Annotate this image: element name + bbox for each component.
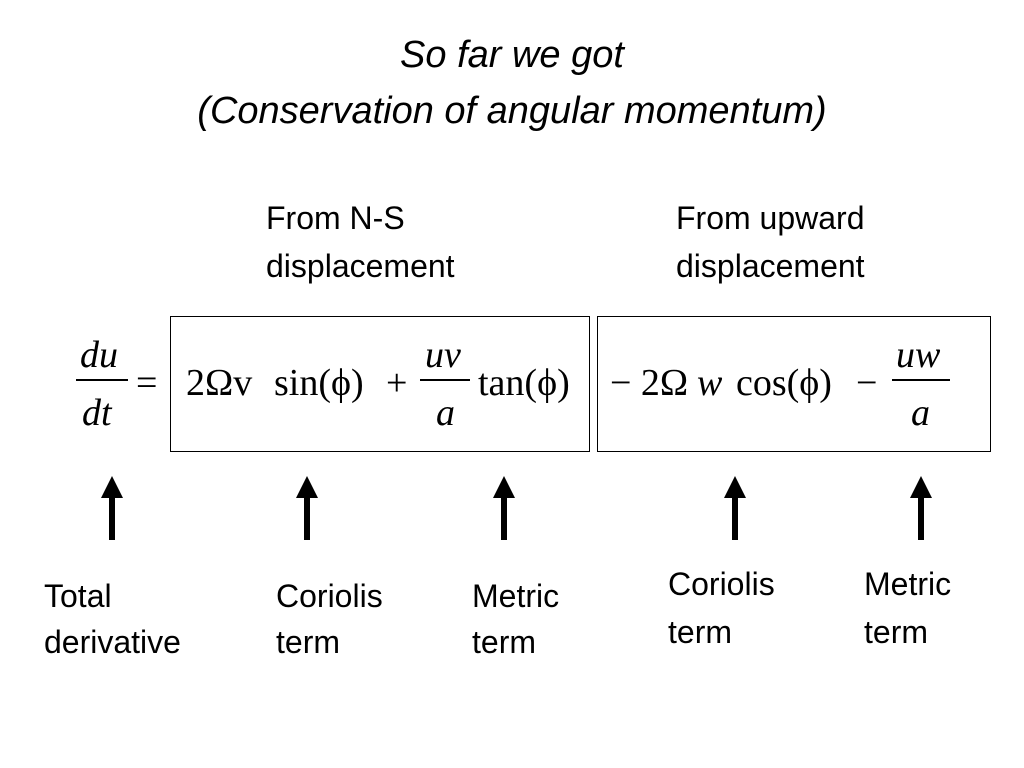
coriolis-up-coefficient: − 2Ω: [610, 362, 689, 404]
header-up-line2: displacement: [676, 248, 865, 284]
coriolis-up-label-line1: Coriolis: [668, 566, 775, 602]
header-up-line1: From upward: [676, 200, 865, 236]
coriolis-ns-coefficient: 2Ωv: [186, 362, 253, 404]
metric-ns-label-line2: term: [472, 624, 536, 660]
equals-sign: =: [136, 362, 158, 404]
slide-title-line2: (Conservation of angular momentum): [197, 90, 827, 132]
coriolis-up-variable: w: [697, 362, 723, 404]
lhs-fraction-bar: [76, 379, 128, 381]
plus-sign: +: [386, 362, 408, 404]
metric-up-label-line2: term: [864, 614, 928, 650]
arrow-up-icon: [296, 476, 318, 540]
slide-title-line1: So far we got: [400, 34, 624, 76]
header-ns-line2: displacement: [266, 248, 455, 284]
coriolis-ns-label-line2: term: [276, 624, 340, 660]
lhs-denominator: dt: [82, 392, 112, 434]
metric-ns-fraction-bar: [420, 379, 470, 381]
coriolis-up-function: cos(ϕ): [736, 362, 832, 404]
metric-ns-denominator: a: [436, 392, 455, 434]
coriolis-ns-function: sin(ϕ): [274, 362, 364, 404]
metric-up-denominator: a: [911, 392, 930, 434]
metric-ns-numerator: uv: [425, 334, 461, 376]
arrow-up-icon: [493, 476, 515, 540]
total-derivative-label-line2: derivative: [44, 624, 181, 660]
metric-up-numerator: uw: [896, 334, 941, 376]
arrow-up-icon: [724, 476, 746, 540]
arrow-up-icon: [101, 476, 123, 540]
header-ns-line1: From N-S: [266, 200, 405, 236]
metric-up-fraction-bar: [892, 379, 950, 381]
ns-terms-box: [170, 316, 590, 452]
metric-ns-label-line1: Metric: [472, 578, 560, 614]
upward-terms-box: [597, 316, 991, 452]
coriolis-ns-label-line1: Coriolis: [276, 578, 383, 614]
arrow-up-icon: [910, 476, 932, 540]
lhs-numerator: du: [80, 334, 118, 376]
coriolis-up-label-line2: term: [668, 614, 732, 650]
minus-sign: −: [856, 362, 878, 404]
metric-ns-function: tan(ϕ): [478, 362, 570, 404]
metric-up-label-line1: Metric: [864, 566, 952, 602]
total-derivative-label-line1: Total: [44, 578, 112, 614]
